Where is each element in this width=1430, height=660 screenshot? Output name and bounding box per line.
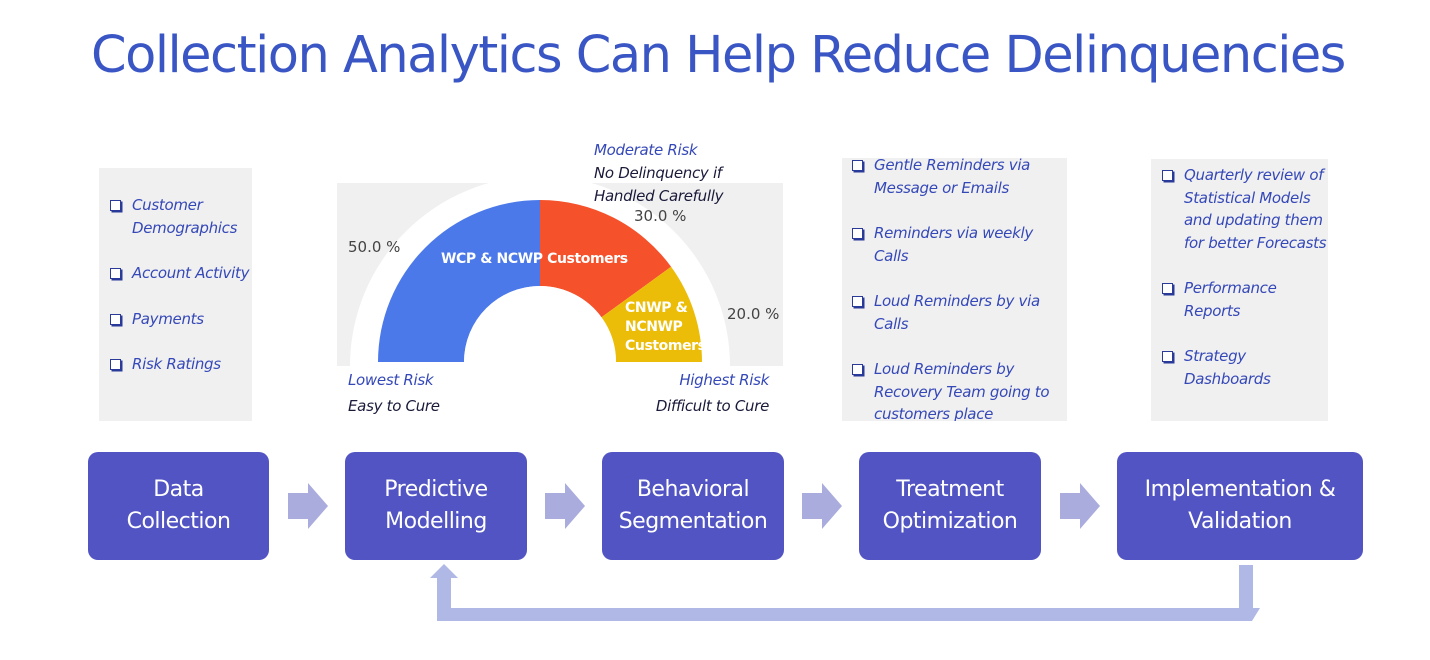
gauge-segment-yellow xyxy=(601,266,702,362)
checkbox-icon xyxy=(110,313,121,325)
list-item: Strategy Dashboards xyxy=(1162,345,1328,390)
list-item: Customer Demographics xyxy=(110,194,252,239)
page-title: Collection Analytics Can Help Reduce Del… xyxy=(91,26,1346,85)
moderate-risk-label: Moderate Risk No Delinquency if Handled … xyxy=(594,141,724,205)
treatment-panel: Gentle Reminders via Message or Emails R… xyxy=(842,158,1067,421)
step-behavioral-segmentation[interactable]: Behavioral Segmentation xyxy=(602,452,784,560)
step-predictive-modelling[interactable]: Predictive Modelling xyxy=(345,452,527,560)
checkbox-icon xyxy=(852,228,863,239)
checkbox-icon xyxy=(1162,170,1173,181)
list-item: Gentle Reminders via Message or Emails xyxy=(852,158,1067,199)
step-implementation-validation[interactable]: Implementation & Validation xyxy=(1117,452,1363,560)
step-data-collection[interactable]: Data Collection xyxy=(88,452,269,560)
gauge-inner-hole xyxy=(464,286,616,362)
gauge-segment-blue xyxy=(378,200,540,362)
implementation-panel: Quarterly review of Statistical Models a… xyxy=(1151,159,1328,421)
gauge-segment-red xyxy=(540,200,672,318)
list-item: Loud Reminders by via Calls xyxy=(852,290,1067,335)
lowest-risk-label: Lowest Risk Easy to Cure xyxy=(348,371,440,415)
checkbox-icon xyxy=(110,268,121,279)
checkbox-icon xyxy=(852,296,863,307)
arrow-right-icon xyxy=(1060,483,1100,529)
list-item: Quarterly review of Statistical Models a… xyxy=(1162,164,1328,254)
list-item: Performance Reports xyxy=(1162,277,1328,322)
list-item: Payments xyxy=(110,308,252,331)
pct-red: 30.0 % xyxy=(634,207,687,225)
checkbox-icon xyxy=(1162,351,1173,362)
checkbox-icon xyxy=(1162,283,1173,294)
checkbox-icon xyxy=(852,364,863,375)
checkbox-icon xyxy=(110,200,121,211)
checkbox-icon xyxy=(110,359,121,370)
arrow-right-icon xyxy=(545,483,585,529)
checkbox-icon xyxy=(852,160,863,171)
pct-blue: 50.0 % xyxy=(348,238,401,256)
highest-risk-label: Highest Risk Difficult to Cure xyxy=(655,371,769,415)
data-collection-panel: Customer Demographics Account Activity P… xyxy=(99,168,252,421)
segment-label-cnwp: CNWP & NCNWP Customers xyxy=(625,300,706,354)
step-treatment-optimization[interactable]: Treatment Optimization xyxy=(859,452,1041,560)
arrow-right-icon xyxy=(802,483,842,529)
segment-label-wcp: WCP & NCWP Customers xyxy=(441,251,628,267)
list-item: Account Activity xyxy=(110,262,252,285)
list-item: Risk Ratings xyxy=(110,353,252,376)
list-item: Reminders via weekly Calls xyxy=(852,222,1067,267)
list-item: Loud Reminders by Recovery Team going to… xyxy=(852,358,1067,421)
pct-yellow: 20.0 % xyxy=(727,305,780,323)
arrow-right-icon xyxy=(288,483,328,529)
